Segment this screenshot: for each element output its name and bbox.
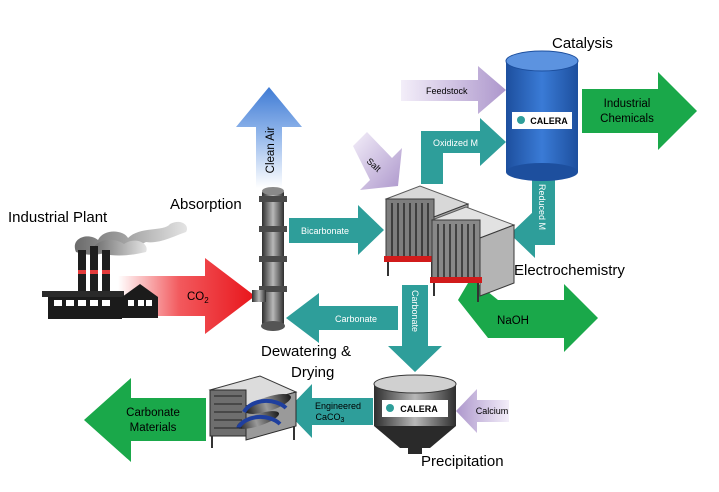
feedstock-arrow [401, 66, 506, 114]
precipitation-label: Precipitation [421, 453, 504, 470]
reduced-label: Reduced M [537, 184, 547, 230]
catalysis-tank [505, 50, 579, 181]
carbonate-materials-line2: Materials [130, 422, 177, 434]
carbonate-materials-line1: Carbonate [126, 407, 180, 419]
industrial-chemicals-line2: Chemicals [600, 113, 654, 125]
engineered-line2: CaCO3 [316, 412, 345, 424]
dewatering-machine [208, 375, 298, 448]
engineered-line1: Engineered [315, 401, 361, 411]
engineered-main-text: CaCO [316, 412, 341, 422]
carbonate-left-arrow [286, 293, 398, 343]
industrial-chemicals-line1: Industrial [604, 98, 651, 110]
precipitation-logo-text: CALERA [400, 404, 438, 414]
catalysis-logo-text: CALERA [530, 116, 568, 126]
engineered-caco3-arrow [286, 384, 373, 438]
dewatering-label: Dewatering & [261, 343, 351, 360]
calcium-label: Calcium [476, 406, 509, 416]
salt-arrow [353, 132, 402, 190]
carbonate-left-label: Carbonate [335, 314, 377, 324]
carbonate-down-arrow [388, 285, 442, 372]
engineered-subscript: 3 [341, 417, 345, 424]
co2-label: CO2 [187, 291, 209, 305]
bicarbonate-arrow [289, 205, 384, 255]
electrochemistry-label: Electrochemistry [514, 262, 625, 279]
oxidized-arrow [421, 118, 506, 184]
naoh-label: NaOH [497, 315, 529, 327]
reduced-arrow [510, 174, 555, 258]
factory-icon [42, 221, 188, 319]
industrial-plant-label: Industrial Plant [8, 209, 108, 226]
clean-air-label: Clean Air [265, 127, 277, 174]
clean-air-arrow [236, 87, 302, 188]
feedstock-label: Feedstock [426, 86, 468, 96]
industrial-chemicals-arrow [582, 72, 697, 150]
precipitation-tank [373, 374, 457, 454]
absorption-label: Absorption [170, 196, 242, 213]
absorption-tower [252, 187, 287, 331]
catalysis-label: Catalysis [552, 35, 613, 52]
drying-label: Drying [291, 364, 334, 381]
co2-subscript: 2 [204, 296, 209, 305]
calcium-arrow [456, 389, 509, 433]
carbonate-down-label: Carbonate [410, 290, 420, 332]
naoh-arrow [458, 278, 598, 352]
co2-main-text: CO [187, 291, 204, 303]
bicarbonate-label: Bicarbonate [301, 226, 349, 236]
oxidized-label: Oxidized M [433, 138, 478, 148]
electrochemistry-racks [384, 185, 516, 302]
carbonate-materials-arrow [84, 378, 206, 462]
